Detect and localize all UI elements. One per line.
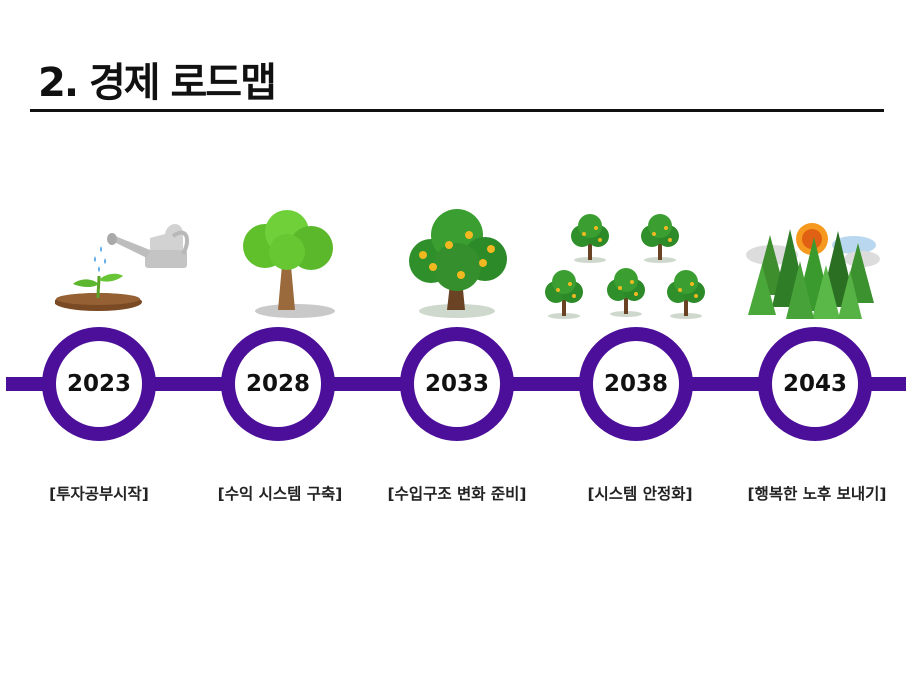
sunset-forest-icon (746, 223, 880, 319)
milestone-label: [수입구조 변화 준비] (387, 485, 527, 503)
young-tree-icon (243, 210, 335, 318)
watering-seedling-icon (55, 223, 190, 311)
milestone-label: [행복한 노후 보내기] (747, 485, 887, 503)
page-title: 2. 경제 로드맵 (38, 60, 277, 106)
title-divider (30, 109, 884, 112)
milestone-label: [수익 시스템 구축] (217, 485, 343, 503)
fruit-tree-grove-icon (545, 214, 705, 319)
fruit-tree-icon (409, 209, 507, 318)
milestone-label: [시스템 안정화] (587, 485, 693, 503)
timeline-line (6, 377, 906, 391)
milestone-label: [투자공부시작] (49, 485, 149, 503)
